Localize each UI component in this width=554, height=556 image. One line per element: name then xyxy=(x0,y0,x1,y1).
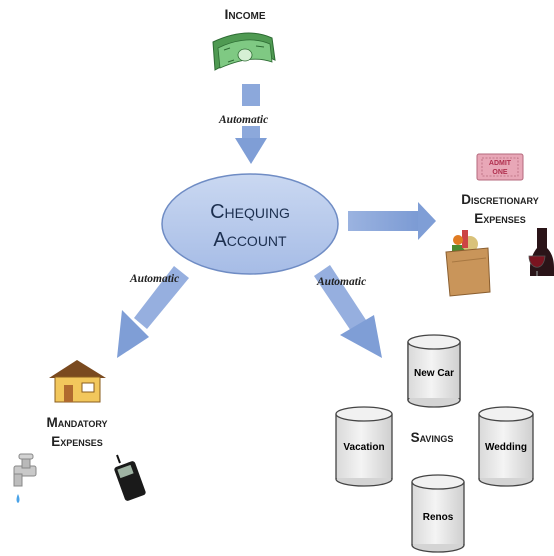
house-icon xyxy=(49,360,106,403)
mandatory-arrow xyxy=(117,266,189,358)
ticket-text-1: ADMIT xyxy=(489,160,512,167)
chequing-label-line1: Chequing xyxy=(210,201,290,223)
mandatory-line1: Mandatory xyxy=(46,415,108,430)
mandatory-expenses-label: Mandatory Expenses xyxy=(22,413,132,451)
money-icon xyxy=(212,32,276,71)
jar-label-wedding: Wedding xyxy=(485,442,527,453)
automatic-label-top: Automatic xyxy=(219,114,269,126)
chequing-account-node xyxy=(161,173,339,275)
jar-new-car xyxy=(407,334,461,408)
income-arrow xyxy=(235,84,267,164)
income-label: Income xyxy=(224,6,266,22)
grocery-bag-icon xyxy=(445,230,491,297)
discretionary-line1: Discretionary xyxy=(461,192,539,207)
discretionary-line2: Expenses xyxy=(474,211,526,226)
savings-label: Savings xyxy=(410,430,454,445)
wine-icon xyxy=(528,228,554,276)
discretionary-arrow xyxy=(348,202,436,240)
jar-renos xyxy=(411,474,465,553)
automatic-label-left: Automatic xyxy=(130,273,180,285)
mandatory-line2: Expenses xyxy=(51,434,103,449)
jar-wedding xyxy=(478,406,534,487)
jar-label-renos: Renos xyxy=(423,512,454,523)
discretionary-expenses-label: Discretionary Expenses xyxy=(444,190,554,228)
jar-vacation xyxy=(335,406,393,487)
chequing-label-line2: Account xyxy=(213,229,287,251)
ticket-text-2: ONE xyxy=(492,169,508,176)
ticket-icon xyxy=(476,153,524,181)
automatic-label-right: Automatic xyxy=(317,276,367,288)
faucet-icon xyxy=(13,453,37,503)
savings-arrow xyxy=(314,265,382,358)
jar-label-new-car: New Car xyxy=(414,368,454,379)
jar-label-vacation: Vacation xyxy=(343,442,384,453)
cell-phone-icon xyxy=(114,454,146,501)
